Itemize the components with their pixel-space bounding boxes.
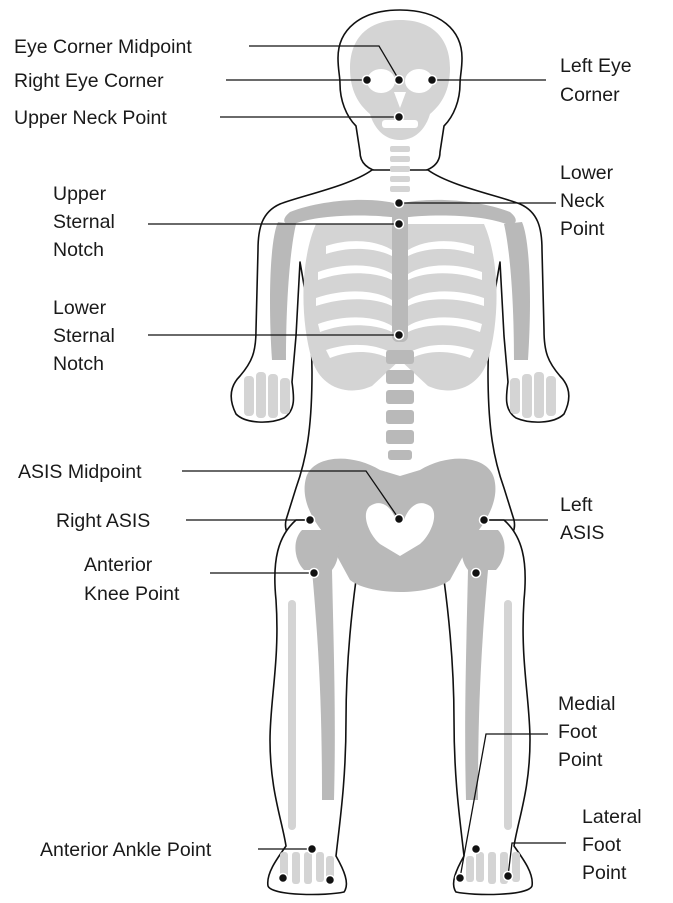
label-right-eye-corner: Right Eye Corner <box>14 70 164 92</box>
label-lower-neck-point: Lower Neck Point <box>560 162 619 240</box>
marker-lower-sternal-notch <box>395 331 404 340</box>
label-anterior-knee-point: Anterior Knee Point <box>84 554 180 605</box>
marker-eye-corner-midpoint <box>395 76 404 85</box>
marker-left-anterior-knee-point <box>472 569 481 578</box>
marker-left-medial-foot-point <box>456 874 465 883</box>
marker-right-asis <box>306 516 315 525</box>
label-upper-sternal-notch: Upper Sternal Notch <box>53 183 120 261</box>
skeleton <box>244 20 556 884</box>
marker-right-lateral-foot-point <box>279 874 288 883</box>
label-anterior-ankle-point: Anterior Ankle Point <box>40 839 212 861</box>
label-right-asis: Right ASIS <box>56 510 150 532</box>
label-asis-midpoint: ASIS Midpoint <box>18 461 142 483</box>
marker-right-anterior-knee-point <box>310 569 319 578</box>
marker-lower-neck-point <box>395 199 404 208</box>
label-eye-corner-midpoint: Eye Corner Midpoint <box>14 36 192 58</box>
marker-right-eye-corner <box>363 76 372 85</box>
label-lateral-foot-point: Lateral Foot Point <box>582 806 647 884</box>
sternum <box>392 212 408 342</box>
marker-left-lateral-foot-point <box>504 872 513 881</box>
marker-right-medial-foot-point <box>326 876 335 885</box>
marker-left-anterior-ankle-point <box>472 845 481 854</box>
left-fibula <box>504 600 512 830</box>
label-medial-foot-point: Medial Foot Point <box>558 693 621 771</box>
marker-upper-sternal-notch <box>395 220 404 229</box>
marker-left-eye-corner <box>428 76 437 85</box>
marker-asis-midpoint <box>395 515 404 524</box>
label-lower-sternal-notch: Lower Sternal Notch <box>53 297 120 375</box>
left-leg-outline <box>444 520 532 894</box>
right-fibula <box>288 600 296 830</box>
marker-right-anterior-ankle-point <box>308 845 317 854</box>
label-upper-neck-point: Upper Neck Point <box>14 107 167 129</box>
label-left-eye-corner: Left Eye Corner <box>560 55 637 106</box>
marker-upper-neck-point <box>395 113 404 122</box>
marker-left-asis <box>480 516 489 525</box>
label-left-asis: Left ASIS <box>560 494 604 544</box>
